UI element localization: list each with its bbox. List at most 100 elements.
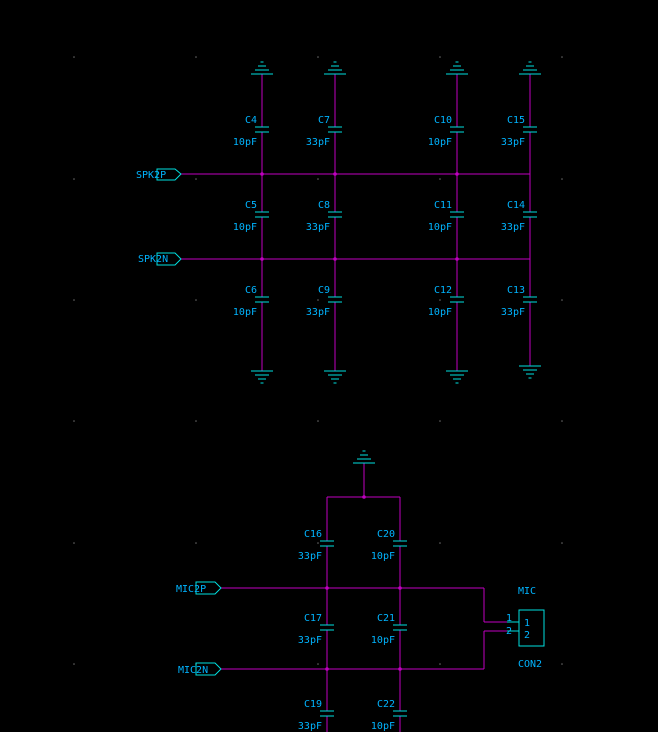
ground-icon: [353, 450, 375, 464]
capacitor-c12[interactable]: C12 10pF: [428, 285, 464, 318]
wire-junctions: [260, 172, 459, 671]
grid-dot: [439, 56, 441, 58]
capacitor-c21[interactable]: C21 10pF: [371, 613, 407, 646]
capacitors: C410pFC510pFC610pFC733pFC833pFC933pFC101…: [233, 115, 537, 732]
net-port-labels: SPK2P SPK2N MIC2P MIC2N: [136, 170, 208, 676]
capacitor-gap: [260, 297, 264, 302]
junction-dot: [325, 667, 329, 671]
ground-icon: [251, 61, 273, 75]
grid-dot: [195, 542, 197, 544]
grid-dot: [439, 299, 441, 301]
grid-dot: [317, 420, 319, 422]
connector-pin-1-outside: 1: [506, 613, 512, 624]
junction-dot: [398, 667, 402, 671]
capacitor-ref-label: C4: [245, 115, 257, 126]
mic-connector[interactable]: MIC CON2 1 2 1 2: [506, 586, 545, 670]
port-flag-mic2p[interactable]: [195, 581, 222, 595]
capacitor-ref-label: C22: [377, 699, 395, 710]
capacitor-gap: [398, 711, 402, 716]
ground-icon: [324, 370, 346, 384]
connector-pin-2-inside: 2: [524, 630, 530, 641]
junction-dot: [260, 172, 264, 176]
capacitor-value-label: 33pF: [501, 307, 525, 318]
grid-dot: [561, 420, 563, 422]
capacitor-c17[interactable]: C17 33pF: [298, 613, 334, 646]
connector-pin-2-outside: 2: [506, 626, 512, 637]
capacitor-value-label: 33pF: [306, 222, 330, 233]
capacitor-value-label: 10pF: [233, 137, 257, 148]
capacitor-c6[interactable]: C6 10pF: [233, 285, 269, 318]
mic-filter-wires: [221, 463, 507, 732]
capacitor-ref-label: C7: [318, 115, 330, 126]
capacitor-gap: [398, 625, 402, 630]
port-flag-spk2p[interactable]: [156, 168, 182, 181]
capacitor-ref-label: C21: [377, 613, 395, 624]
capacitor-ref-label: C14: [507, 200, 525, 211]
ground-icon: [519, 61, 541, 75]
junction-dot: [455, 257, 459, 261]
capacitor-ref-label: C17: [304, 613, 322, 624]
capacitor-value-label: 10pF: [428, 307, 452, 318]
capacitor-gap: [398, 541, 402, 546]
capacitor-c14[interactable]: C14 33pF: [501, 200, 537, 233]
capacitor-value-label: 10pF: [233, 222, 257, 233]
grid-dot: [561, 299, 563, 301]
capacitor-value-label: 33pF: [298, 635, 322, 646]
grid-dot: [73, 542, 75, 544]
grid-dot: [439, 178, 441, 180]
junction-dot: [333, 172, 337, 176]
junction-dot: [260, 257, 264, 261]
grid-dot: [195, 420, 197, 422]
connector-ref: CON2: [518, 659, 542, 670]
capacitor-value-label: 10pF: [371, 721, 395, 732]
capacitor-value-label: 33pF: [501, 222, 525, 233]
grid-dot: [195, 299, 197, 301]
capacitor-ref-label: C9: [318, 285, 330, 296]
capacitor-value-label: 33pF: [298, 551, 322, 562]
port-flag-spk2n[interactable]: [156, 252, 182, 266]
capacitor-gap: [455, 297, 459, 302]
capacitor-gap: [325, 711, 329, 716]
capacitor-value-label: 33pF: [306, 307, 330, 318]
grid-dot: [317, 299, 319, 301]
capacitor-gap: [333, 212, 337, 217]
capacitor-value-label: 10pF: [233, 307, 257, 318]
grid-dot: [73, 56, 75, 58]
net-label-spk2p: SPK2P: [136, 170, 166, 181]
port-flag-mic2n[interactable]: [195, 662, 222, 676]
capacitor-gap: [528, 297, 532, 302]
capacitor-c4[interactable]: C4 10pF: [233, 115, 269, 148]
grid-dot: [317, 663, 319, 665]
speaker-filter-wires: [181, 74, 531, 371]
capacitor-value-label: 33pF: [298, 721, 322, 732]
capacitor-gap: [528, 212, 532, 217]
capacitor-c22[interactable]: C22 10pF: [371, 699, 407, 732]
capacitor-gap: [325, 625, 329, 630]
connector-body: [518, 609, 545, 647]
capacitor-ref-label: C20: [377, 529, 395, 540]
capacitor-ref-label: C12: [434, 285, 452, 296]
junction-dot: [325, 586, 329, 590]
capacitor-gap: [325, 541, 329, 546]
capacitor-ref-label: C15: [507, 115, 525, 126]
capacitor-c9[interactable]: C9 33pF: [306, 285, 342, 318]
capacitor-ref-label: C6: [245, 285, 257, 296]
ground-icon: [446, 370, 468, 384]
junction-dot: [398, 586, 402, 590]
ground-icon: [324, 61, 346, 75]
grid-dot: [439, 420, 441, 422]
junction-dot: [362, 495, 366, 499]
grid-dot: [73, 420, 75, 422]
capacitor-value-label: 10pF: [371, 635, 395, 646]
